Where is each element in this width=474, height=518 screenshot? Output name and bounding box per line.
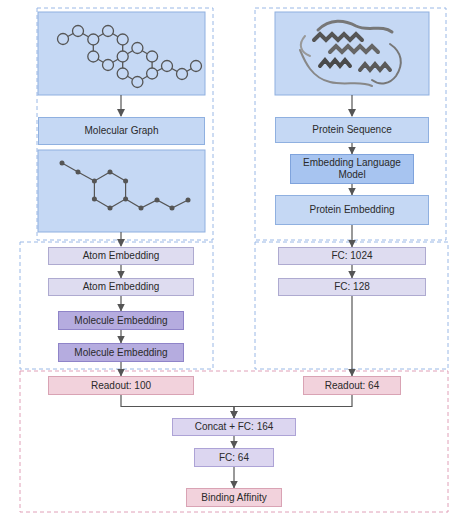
molecule-graph-lines bbox=[63, 31, 196, 82]
flow-arrow bbox=[120, 232, 121, 246]
flow-arrow bbox=[233, 436, 234, 448]
flow-arrow bbox=[351, 143, 352, 154]
flow-arrow bbox=[120, 362, 121, 376]
flow-arrow bbox=[233, 467, 234, 488]
box-label: Protein Embedding bbox=[309, 204, 394, 216]
image-panel bbox=[38, 150, 205, 232]
box-label: Molecular Graph bbox=[85, 125, 159, 137]
flow-arrow bbox=[351, 225, 352, 247]
protein-ribbon bbox=[300, 21, 401, 86]
concat-box: Concat + FC: 164 bbox=[172, 418, 296, 436]
layer-box: Atom Embedding bbox=[48, 247, 194, 265]
flow-arrow bbox=[120, 265, 121, 278]
graph-box: Molecular Graph bbox=[38, 117, 205, 145]
region-outline bbox=[20, 242, 213, 369]
skeletal-dots bbox=[60, 161, 191, 211]
box-label: FC: 64 bbox=[219, 452, 249, 464]
flow-arrow bbox=[120, 95, 121, 116]
layer-box: FC: 1024 bbox=[278, 247, 426, 265]
box-label: Concat + FC: 164 bbox=[195, 421, 274, 433]
readout-box: Readout: 100 bbox=[48, 376, 194, 395]
box-label: Embedding Language Model bbox=[295, 157, 409, 181]
readout-box: Readout: 64 bbox=[303, 376, 401, 395]
embedding-box: Molecule Embedding bbox=[58, 343, 184, 362]
box-label: Binding Affinity bbox=[201, 492, 266, 504]
embedding-box: Protein Embedding bbox=[275, 195, 429, 225]
flow-arrow bbox=[351, 265, 352, 278]
box-label: FC: 1024 bbox=[331, 250, 372, 262]
skeletal-formula bbox=[62, 163, 188, 208]
region-outline bbox=[255, 8, 446, 240]
region-outline bbox=[37, 8, 213, 240]
flow-arrow bbox=[234, 395, 352, 418]
flow-arrow bbox=[351, 296, 352, 376]
layer-box: FC: 64 bbox=[194, 448, 274, 467]
sequence-box: Protein Sequence bbox=[275, 117, 429, 143]
flow-arrow bbox=[351, 95, 352, 116]
image-panel bbox=[38, 12, 205, 95]
box-label: Protein Sequence bbox=[312, 124, 392, 136]
output-box: Binding Affinity bbox=[186, 488, 282, 507]
box-label: Readout: 64 bbox=[325, 380, 380, 392]
flow-arrow bbox=[351, 184, 352, 195]
image-panel bbox=[275, 12, 429, 95]
region-outline bbox=[20, 371, 448, 512]
flow-arrow bbox=[121, 395, 234, 418]
model-box: Embedding Language Model bbox=[290, 154, 414, 184]
box-label: Molecule Embedding bbox=[74, 315, 167, 327]
box-label: Atom Embedding bbox=[83, 281, 160, 293]
embedding-box: Molecule Embedding bbox=[58, 311, 184, 330]
box-label: Atom Embedding bbox=[83, 250, 160, 262]
layer-box: FC: 128 bbox=[278, 278, 426, 296]
flow-arrow bbox=[120, 296, 121, 311]
layer-box: Atom Embedding bbox=[48, 278, 194, 296]
box-label: Molecule Embedding bbox=[74, 347, 167, 359]
flow-arrow bbox=[120, 330, 121, 343]
box-label: Readout: 100 bbox=[91, 380, 151, 392]
atom-nodes bbox=[58, 26, 202, 88]
box-label: FC: 128 bbox=[334, 281, 370, 293]
